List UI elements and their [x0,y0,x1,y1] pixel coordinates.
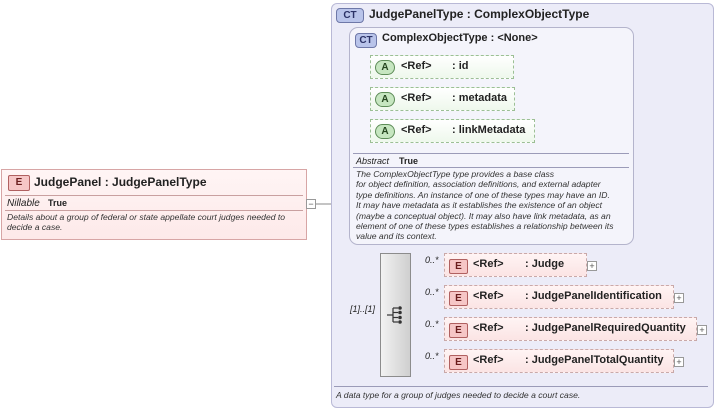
attribute-id[interactable]: A <Ref> : id [370,55,514,79]
expand-toggle[interactable]: + [674,357,684,367]
sequence-compositor[interactable] [380,253,411,377]
element-badge: E [449,259,468,274]
collapse-toggle[interactable]: − [306,199,316,209]
attribute-name: : linkMetadata [452,124,526,136]
element-ref: <Ref> [473,322,504,334]
sequence-multiplicity: [1]..[1] [350,304,376,314]
occurs-label: 0..* [425,351,439,361]
attribute-name: : id [452,60,469,72]
occurs-label: 0..* [425,287,439,297]
doc-line: The ComplexObjectType type provides a ba… [356,169,555,179]
element-name: : Judge [525,258,565,270]
element-badge: E [8,175,30,191]
divider [334,386,708,387]
doc-line: value and its context. [356,231,437,242]
root-element-documentation: Details about a group of federal or stat… [7,212,286,233]
element-judge-panel-required-quantity[interactable]: E <Ref> : JudgePanelRequiredQuantity [444,317,697,341]
element-judge-panel-total-quantity[interactable]: E <Ref> : JudgePanelTotalQuantity [444,349,674,373]
doc-line: (maybe a conceptual object). It may also… [356,210,611,221]
divider [353,153,629,154]
root-element-box[interactable]: E JudgePanel : JudgePanelType Nillable T… [1,169,307,240]
divider [5,195,303,196]
expand-toggle[interactable]: + [587,261,597,271]
element-judge[interactable]: E <Ref> : Judge [444,253,587,277]
root-element-title: JudgePanel : JudgePanelType [34,175,207,189]
abstract-label: Abstract [356,156,390,166]
doc-line: It may have metadata as it establishes t… [356,200,603,211]
attribute-ref: <Ref> [401,124,432,136]
doc-line: type definitions. An instance of one of … [356,189,610,200]
complex-type-documentation: A data type for a group of judges needed… [336,390,581,400]
complex-type-title: JudgePanelType : ComplexObjectType [369,7,590,21]
base-type-badge: CT [355,33,377,48]
attribute-ref: <Ref> [401,92,432,104]
element-judge-panel-identification[interactable]: E <Ref> : JudgePanelIdentification [444,285,674,309]
expand-toggle[interactable]: + [674,293,684,303]
occurs-label: 0..* [425,255,439,265]
nillable-label: Nillable [7,198,40,209]
base-type-title: ComplexObjectType : <None> [382,32,538,44]
base-type-documentation: The ComplexObjectType type provides a ba… [356,169,631,242]
attribute-badge: A [375,92,395,107]
doc-line: element of one of these types establishe… [356,221,614,232]
element-badge: E [449,323,468,338]
element-badge: E [449,291,468,306]
element-ref: <Ref> [473,290,504,302]
element-badge: E [449,355,468,370]
complex-type-badge: CT [336,8,364,23]
element-name: : JudgePanelTotalQuantity [525,354,664,366]
element-ref: <Ref> [473,354,504,366]
divider [5,210,303,211]
attribute-metadata[interactable]: A <Ref> : metadata [370,87,515,111]
attribute-badge: A [375,60,395,75]
attribute-badge: A [375,124,395,139]
occurs-label: 0..* [425,319,439,329]
divider [353,167,629,168]
nillable-value: True [48,198,68,208]
doc-line: for object definition, association defin… [356,179,601,190]
element-name: : JudgePanelRequiredQuantity [525,322,686,334]
element-ref: <Ref> [473,258,504,270]
expand-toggle[interactable]: + [697,325,707,335]
abstract-value: True [399,156,419,166]
attribute-name: : metadata [452,92,508,104]
element-name: : JudgePanelIdentification [525,290,662,302]
sequence-icon [387,306,402,324]
attribute-link-metadata[interactable]: A <Ref> : linkMetadata [370,119,535,143]
attribute-ref: <Ref> [401,60,432,72]
